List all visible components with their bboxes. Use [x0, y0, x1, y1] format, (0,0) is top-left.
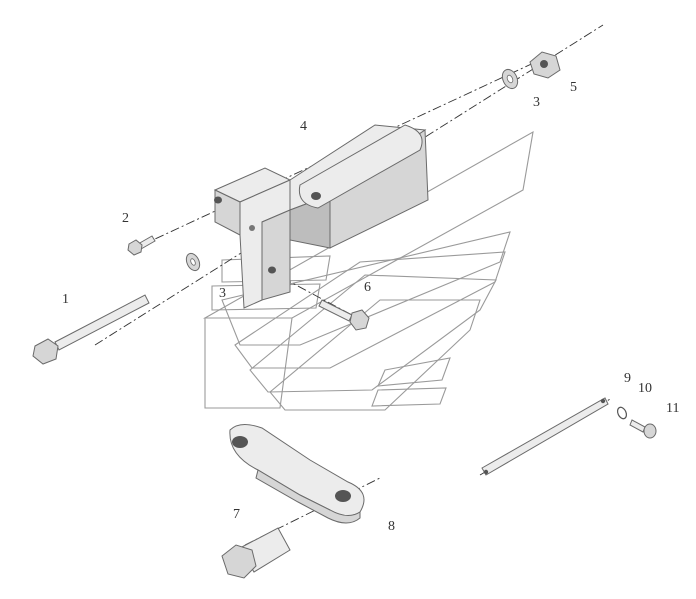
nut-part [529, 51, 561, 79]
callout-4: 4 [300, 119, 307, 134]
callout-9: 9 [624, 371, 631, 386]
washer-part-10 [616, 406, 628, 420]
callout-10: 10 [638, 381, 652, 396]
washer-part-upper [501, 68, 519, 90]
callout-2: 2 [122, 211, 129, 226]
callout-6: 6 [364, 280, 371, 295]
callout-8: 8 [388, 519, 395, 534]
callout-3-upper: 3 [533, 95, 540, 110]
callout-labels: 1 2 3 3 4 5 6 7 8 9 10 11 [62, 80, 679, 534]
screw-part [629, 419, 657, 439]
link-plate-part [229, 424, 365, 524]
strap-part [481, 397, 609, 476]
bracket-part [213, 124, 429, 309]
washer-part-lower [185, 252, 201, 272]
callout-1: 1 [62, 292, 69, 307]
bolt-part-6 [318, 299, 370, 331]
long-bolt-part [32, 294, 150, 365]
callout-11: 11 [666, 401, 679, 416]
callout-5: 5 [570, 80, 577, 95]
callout-3-lower: 3 [219, 286, 226, 301]
callout-7: 7 [233, 507, 240, 522]
big-bolt-part [221, 527, 291, 579]
watermark-emblem [202, 130, 534, 411]
short-bolt-part [127, 235, 156, 256]
